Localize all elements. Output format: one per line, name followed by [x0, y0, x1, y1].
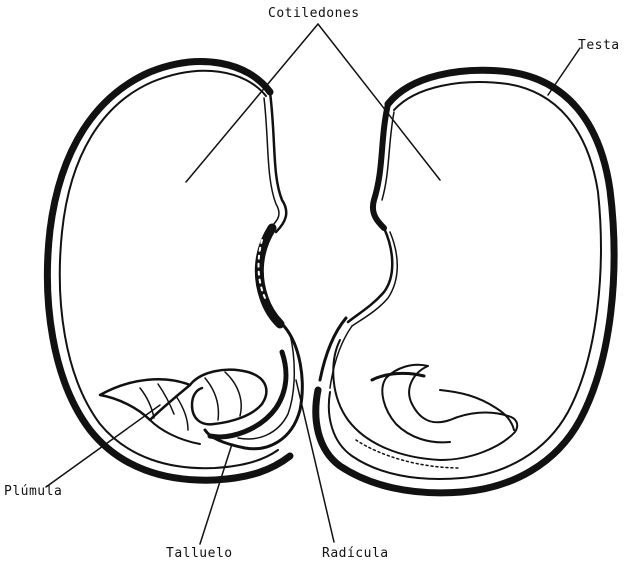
left-seed-half — [47, 62, 290, 481]
left-cotyledon-outline — [60, 71, 278, 468]
right-cotyledon-outline — [329, 82, 601, 479]
right-testa — [316, 70, 614, 493]
pointer-cotiledones-left — [186, 24, 318, 182]
pointer-testa — [548, 48, 580, 95]
pointer-talluelo — [200, 444, 232, 544]
left-testa — [47, 62, 290, 481]
right-seed-half — [316, 70, 614, 493]
pointer-lines — [46, 24, 580, 544]
label-radicula: Radícula — [322, 546, 389, 561]
pointer-plumula — [46, 405, 160, 487]
left-embryo — [100, 326, 302, 449]
label-cotiledones: Cotiledones — [268, 6, 360, 21]
right-embryo-outline — [333, 340, 517, 460]
left-plumule — [100, 379, 190, 420]
label-talluelo: Talluelo — [166, 546, 233, 561]
label-plumula: Plúmula — [4, 484, 62, 499]
right-seam — [373, 104, 388, 228]
left-radicle — [205, 326, 302, 449]
label-testa: Testa — [578, 38, 620, 53]
right-embryo — [333, 340, 517, 468]
left-hilum — [259, 228, 280, 324]
